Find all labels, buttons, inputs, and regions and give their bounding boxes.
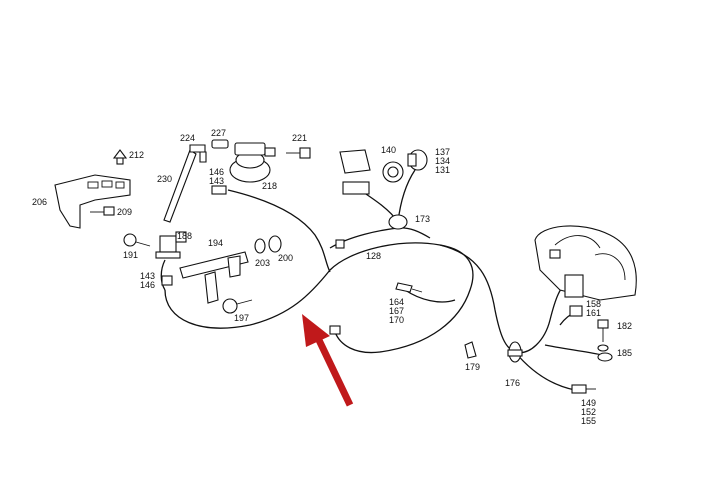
callout-155: 155 (581, 416, 596, 426)
part-191-screw (123, 233, 151, 247)
part-185-washer (597, 352, 613, 362)
callout-227: 227 (211, 128, 226, 138)
part-200-nut (268, 235, 282, 253)
callout-221: 221 (292, 133, 307, 143)
part-179-clip (464, 341, 477, 359)
callout-134: 134 (435, 156, 450, 166)
red-arrow-icon (302, 314, 354, 407)
callout-131: 131 (435, 165, 450, 175)
harness-wire-185 (544, 344, 603, 356)
part-149-sensor (571, 384, 596, 394)
part-224-fitting (189, 144, 207, 163)
callout-149: 149 (581, 398, 596, 408)
part-instrument-panel (534, 225, 637, 301)
callout-152: 152 (581, 407, 596, 417)
harness-upper-wire (227, 189, 331, 273)
callout-188: 188 (177, 231, 192, 241)
callout-146-lower: 146 (140, 280, 155, 290)
callout-194: 194 (208, 238, 223, 248)
part-188-switch (155, 231, 187, 259)
harness-wire-164 (404, 289, 456, 303)
part-206-bracket (54, 174, 131, 229)
callout-203: 203 (255, 258, 270, 268)
callout-170: 170 (389, 315, 404, 325)
callout-209: 209 (117, 207, 132, 217)
part-158-connector (569, 305, 583, 317)
part-221-screw (286, 147, 311, 159)
callout-143-lower: 143 (140, 271, 155, 281)
callout-173: 173 (415, 214, 430, 224)
part-194-bracket (179, 251, 249, 304)
part-173-grommet (388, 214, 408, 230)
callout-200: 200 (278, 253, 293, 263)
harness-branch-173 (329, 227, 431, 249)
callout-224: 224 (180, 133, 195, 143)
callout-212: 212 (129, 150, 144, 160)
callout-164: 164 (389, 297, 404, 307)
part-164-sensor (395, 282, 423, 293)
callout-197: 197 (234, 313, 249, 323)
callout-185: 185 (617, 348, 632, 358)
callout-179: 179 (465, 362, 480, 372)
part-140-relay (339, 149, 371, 195)
callout-128: 128 (366, 251, 381, 261)
callout-230: 230 (157, 174, 172, 184)
part-212-rivet (112, 149, 128, 165)
part-209-screw (90, 206, 115, 216)
part-203-washer (254, 238, 266, 254)
part-185-washer-2 (597, 344, 609, 352)
harness-main-wire (164, 242, 474, 354)
harness-lower-right-wire (514, 351, 576, 391)
callout-137: 137 (435, 147, 450, 157)
part-connector-lower (329, 325, 341, 335)
part-197-bolt (222, 298, 253, 314)
callout-191: 191 (123, 250, 138, 260)
callout-158: 158 (586, 299, 601, 309)
callout-176: 176 (505, 378, 520, 388)
callout-206: 206 (32, 197, 47, 207)
callout-167: 167 (389, 306, 404, 316)
part-143-plug-lower (161, 275, 173, 286)
part-connector-upper (335, 239, 345, 249)
part-230-hose (163, 149, 197, 223)
callout-161: 161 (586, 308, 601, 318)
part-137-sensor (382, 149, 428, 183)
callout-140: 140 (381, 145, 396, 155)
callout-146-upper: 146 (209, 167, 224, 177)
part-182-bolt (597, 319, 609, 342)
harness-wire-188 (160, 259, 166, 291)
part-227-connector (211, 139, 229, 149)
callout-182: 182 (617, 321, 632, 331)
part-143-plug-upper (211, 185, 227, 195)
part-176-grommet (507, 341, 523, 363)
callout-143-upper: 143 (209, 176, 224, 186)
part-218-vacuum-unit (229, 142, 276, 183)
callout-218: 218 (262, 181, 277, 191)
